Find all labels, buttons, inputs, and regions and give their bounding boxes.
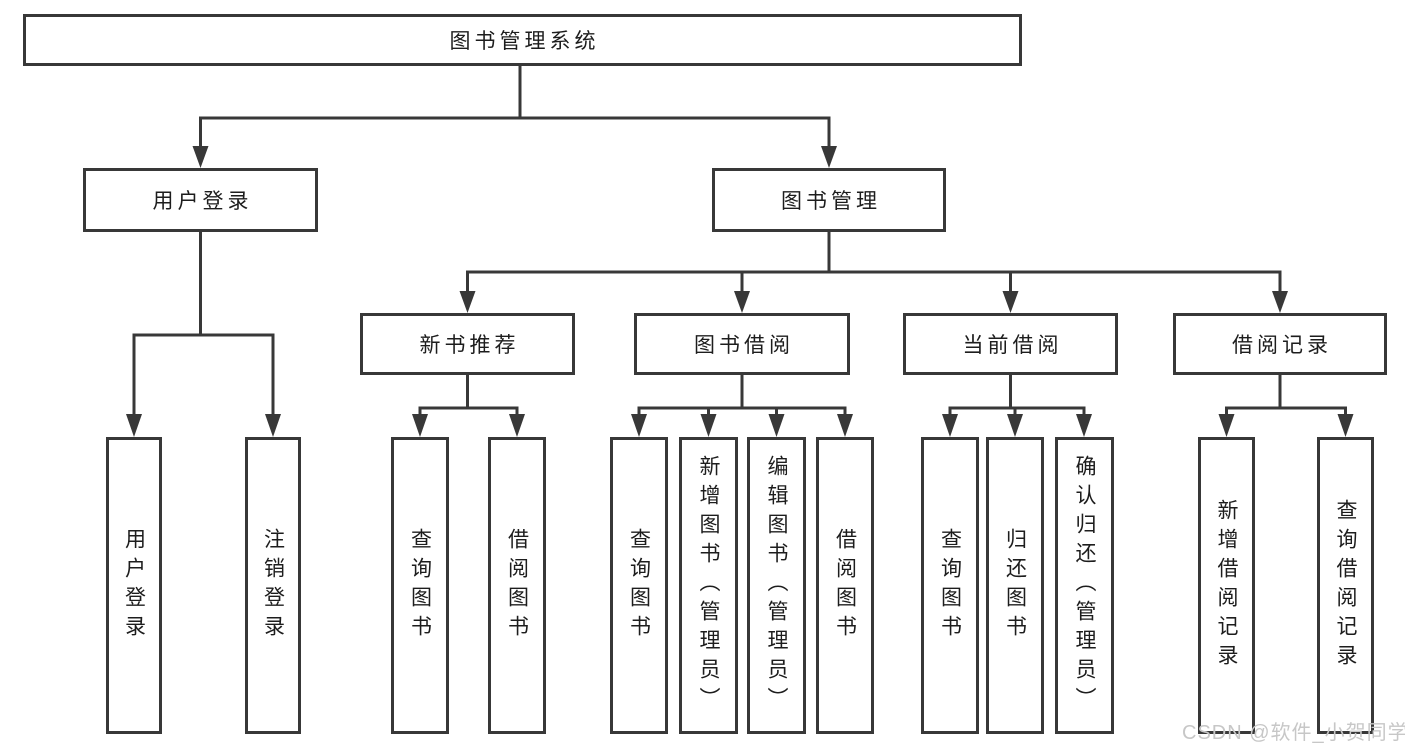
leaf-bb-add-book-admin: 新增图书（管理员） xyxy=(679,437,738,734)
node-root-label: 图书管理系统 xyxy=(449,30,600,53)
leaf-logout-label: 注销登录 xyxy=(261,527,285,644)
leaf-user-login-label: 用户登录 xyxy=(122,527,146,644)
leaf-bb-edit-book-admin: 编辑图书（管理员） xyxy=(747,437,806,734)
leaf-nbr-query-book-label: 查询图书 xyxy=(408,527,432,644)
leaf-user-login: 用户登录 xyxy=(106,437,162,734)
node-book-borrow-label: 图书借阅 xyxy=(694,334,794,357)
leaf-bb-edit-book-admin-label: 编辑图书（管理员） xyxy=(765,455,788,716)
leaf-bb-query-book-label: 查询图书 xyxy=(627,527,651,644)
leaf-br-query-record: 查询借阅记录 xyxy=(1317,437,1374,734)
leaf-bb-query-book: 查询图书 xyxy=(610,437,668,734)
node-current-borrow-label: 当前借阅 xyxy=(962,334,1063,357)
node-book-management: 图书管理 xyxy=(712,168,946,232)
leaf-logout: 注销登录 xyxy=(245,437,301,734)
leaf-cb-query-book-label: 查询图书 xyxy=(938,527,962,644)
leaf-cb-return-book-label: 归还图书 xyxy=(1003,527,1027,644)
node-new-book-recommend-label: 新书推荐 xyxy=(419,334,520,357)
node-current-borrow: 当前借阅 xyxy=(903,313,1118,375)
leaf-bb-borrow-book-label: 借阅图书 xyxy=(833,527,857,644)
csdn-watermark: CSDN @软件_小贺同学 xyxy=(1182,722,1405,744)
node-book-management-label: 图书管理 xyxy=(781,190,881,213)
leaf-cb-return-book: 归还图书 xyxy=(986,437,1044,734)
leaf-cb-query-book: 查询图书 xyxy=(921,437,979,734)
node-new-book-recommend: 新书推荐 xyxy=(360,313,575,375)
node-user-login-label: 用户登录 xyxy=(152,190,253,213)
leaf-cb-confirm-return-admin-label: 确认归还（管理员） xyxy=(1073,455,1096,716)
leaf-bb-borrow-book: 借阅图书 xyxy=(816,437,874,734)
node-root: 图书管理系统 xyxy=(23,14,1022,66)
node-borrow-record: 借阅记录 xyxy=(1173,313,1387,375)
leaf-nbr-borrow-book: 借阅图书 xyxy=(488,437,546,734)
node-book-borrow: 图书借阅 xyxy=(634,313,850,375)
leaf-br-add-record-label: 新增借阅记录 xyxy=(1215,498,1238,673)
node-user-login: 用户登录 xyxy=(83,168,318,232)
leaf-nbr-query-book: 查询图书 xyxy=(391,437,449,734)
node-borrow-record-label: 借阅记录 xyxy=(1232,334,1332,357)
leaf-cb-confirm-return-admin: 确认归还（管理员） xyxy=(1055,437,1114,734)
leaf-br-add-record: 新增借阅记录 xyxy=(1198,437,1255,734)
leaf-bb-add-book-admin-label: 新增图书（管理员） xyxy=(697,455,720,716)
leaf-br-query-record-label: 查询借阅记录 xyxy=(1334,498,1357,673)
leaf-nbr-borrow-book-label: 借阅图书 xyxy=(505,527,529,644)
